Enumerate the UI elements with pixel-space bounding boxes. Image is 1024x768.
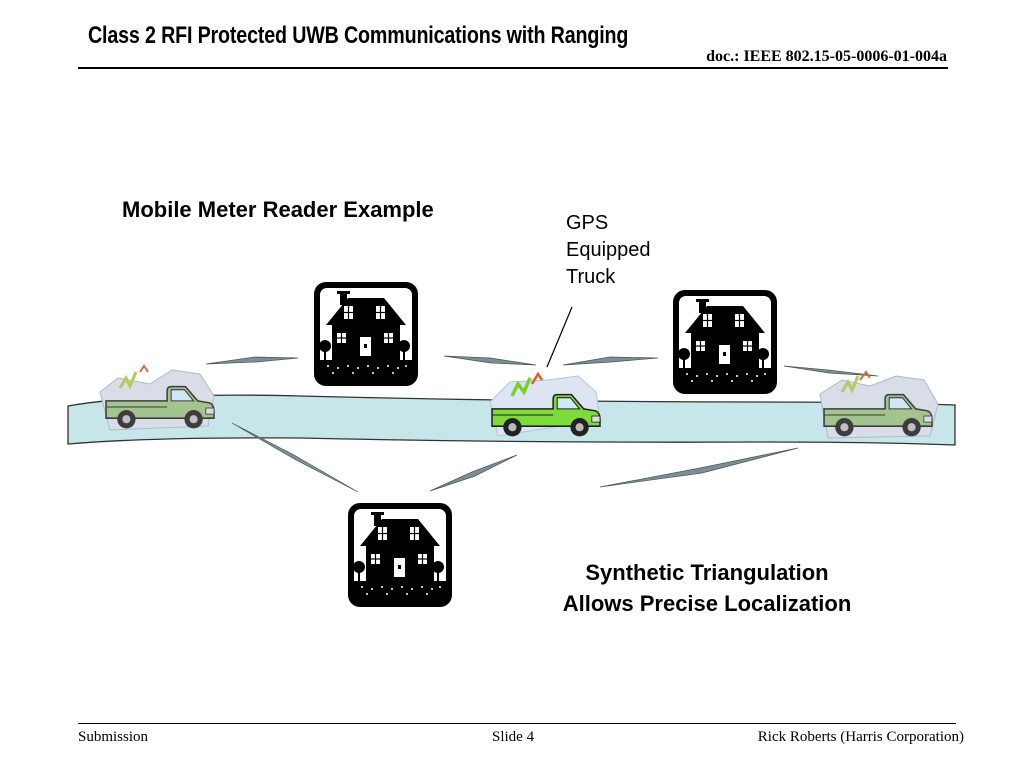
document-reference: doc.: IEEE 802.15-05-0006-01-004a — [706, 48, 947, 65]
conclusion-text: Synthetic Triangulation Allows Precise L… — [520, 557, 894, 619]
link-bolt — [783, 365, 879, 377]
slide-title: Class 2 RFI Protected UWB Communications… — [88, 22, 629, 49]
callout-line — [546, 306, 573, 368]
house-icon — [673, 290, 777, 394]
footer-slide-number: Slide 4 — [492, 729, 535, 745]
footer-author: Rick Roberts (Harris Corporation) — [757, 729, 964, 745]
gps-label-line: Truck — [566, 266, 616, 288]
house-icon — [314, 282, 418, 386]
link-bolt — [443, 355, 537, 366]
link-bolt — [562, 356, 659, 366]
link-bolt — [231, 422, 359, 493]
gps-label-line: GPS — [566, 212, 609, 234]
truck-icon — [99, 364, 215, 431]
link-bolt — [599, 447, 799, 488]
gps-truck-icon — [489, 371, 601, 438]
house-icon — [348, 503, 452, 607]
link-bolt — [429, 454, 518, 492]
slide-heading: Mobile Meter Reader Example — [122, 197, 434, 222]
footer-submission: Submission — [78, 729, 149, 745]
conclusion-line: Allows Precise Localization — [562, 591, 852, 616]
footer-divider — [78, 723, 956, 724]
gps-label-line: Equipped — [566, 239, 651, 261]
gps-truck-label: GPS Equipped Truck — [566, 210, 651, 291]
header-divider — [78, 67, 948, 69]
conclusion-line: Synthetic Triangulation — [585, 560, 829, 585]
radio-links — [205, 355, 879, 493]
link-bolt — [205, 356, 299, 365]
truck-icon — [819, 370, 939, 439]
